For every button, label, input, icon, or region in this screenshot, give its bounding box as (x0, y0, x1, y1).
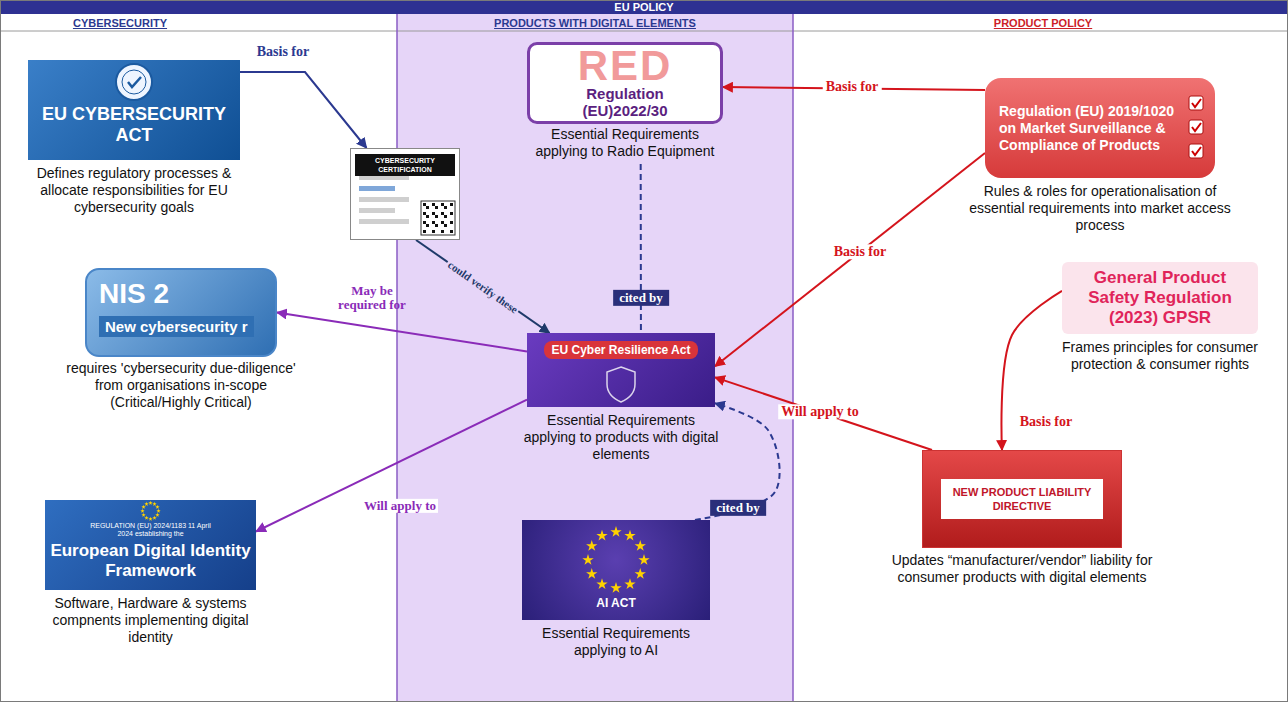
edge-label: Basis for (257, 44, 310, 59)
watermark-title: RED (578, 47, 673, 85)
title: EU POLICY (0, 0, 1288, 14)
regulation-title: Regulation (EU)2022/30 (560, 85, 690, 119)
column-divider (792, 14, 794, 702)
policy-tile: EU Cyber Resilience ActEssential Require… (527, 333, 715, 407)
column-divider (396, 14, 398, 702)
connector (277, 313, 527, 352)
policy-tile: Regulation (EU) 2019/1020 on Market Surv… (985, 78, 1215, 178)
column-header: PRODUCT POLICY (994, 17, 1092, 29)
edge-label: Basis for (823, 79, 882, 94)
policy-tile: CYBERSECURITY CERTIFICATION (350, 148, 460, 240)
caption: Essential Requirements applying to produ… (524, 412, 719, 463)
middle-column-panel (397, 14, 793, 702)
edge-label: Basis for (1017, 414, 1076, 429)
framework-title: European Digital Identity Framework (45, 541, 256, 581)
connector (715, 377, 932, 450)
act-title: EU Cyber Resilience Act (544, 341, 699, 359)
caption: Essential Requirements applying to AI (519, 625, 714, 659)
column-header: PRODUCTS WITH DIGITAL ELEMENTS (494, 17, 696, 29)
title-bar (0, 0, 1288, 14)
policy-tile: NEW PRODUCT LIABILITY DIRECTIVEUpdates “… (922, 450, 1122, 548)
connector (240, 72, 367, 148)
edge-label: cited by (710, 500, 766, 516)
connector (416, 240, 550, 333)
edge-label: Basis for (831, 244, 890, 259)
policy-tile: EU CYBERSECURITY ACTDefines regulatory p… (28, 60, 240, 160)
act-title: AI ACT (596, 596, 636, 610)
policy-tile: NIS 2New cybersecurity rrequires 'cybers… (85, 268, 277, 357)
directive-subtitle: New cybersecurity r (99, 316, 254, 337)
edge-label: May be required for (332, 284, 412, 313)
policy-tile: General Product Safety Regulation (2023)… (1062, 262, 1258, 334)
header-rule (0, 31, 1288, 32)
column-header: CYBERSECURITY (73, 17, 167, 29)
regulation-title: General Product Safety Regulation (2023)… (1068, 268, 1252, 328)
directive-title: NEW PRODUCT LIABILITY DIRECTIVE (941, 479, 1103, 519)
connector (695, 403, 780, 520)
certificate-title: CYBERSECURITY CERTIFICATION (355, 154, 455, 176)
caption: Essential Requirements applying to Radio… (525, 126, 725, 160)
caption: requires 'cybersecurity due-diligence' f… (59, 360, 304, 411)
caption: Defines regulatory processes & allocate … (22, 165, 247, 216)
regulation-title: Regulation (EU) 2019/1020 on Market Surv… (999, 103, 1177, 154)
edge-label: Will apply to (778, 404, 862, 419)
act-title: EU CYBERSECURITY ACT (28, 104, 240, 146)
regulation-reference: REGULATION (EU) 2024/1183 11 April 2024 … (88, 522, 213, 538)
directive-title: NIS 2 (99, 278, 169, 310)
connector (256, 400, 527, 532)
edge-label: Will apply to (362, 499, 438, 513)
caption: Updates “manufacturer/vendor” liability … (862, 552, 1182, 586)
caption: Frames principles for consumer protectio… (1060, 339, 1260, 373)
connector (715, 153, 985, 366)
policy-tile: REDRegulation (EU)2022/30Essential Requi… (527, 42, 723, 124)
caption: Rules & roles for operationalisation of … (964, 183, 1236, 234)
policy-tile: REGULATION (EU) 2024/1183 11 April 2024 … (45, 500, 256, 590)
edge-label: cited by (613, 290, 669, 306)
policy-tile: AI ACTEssential Requirements applying to… (522, 520, 710, 620)
connector (640, 164, 642, 333)
caption: Software, Hardware & systems compnents i… (43, 595, 258, 646)
